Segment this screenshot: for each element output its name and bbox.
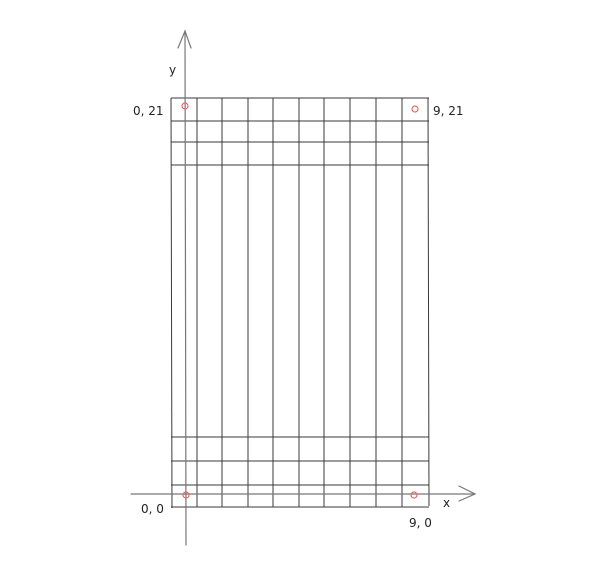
- x-axis-label: x: [443, 496, 450, 510]
- x-axis-arrowhead: [458, 485, 477, 502]
- y-axis-label: y: [169, 63, 176, 77]
- y-axis-line: [184, 30, 187, 546]
- x-axis: [130, 485, 477, 502]
- corner-marker: [410, 491, 418, 499]
- corner-label-bottom-left: 0, 0: [141, 502, 164, 516]
- grid-line-vertical: [170, 97, 173, 509]
- y-axis: [177, 29, 192, 546]
- corner-label-top-right: 9, 21: [433, 104, 464, 118]
- corner-marker: [182, 491, 190, 499]
- corner-label-top-left: 0, 21: [133, 104, 164, 118]
- corner-marker: [181, 102, 189, 110]
- corner-marker: [411, 105, 419, 113]
- grid-lines: [170, 97, 430, 509]
- corner-markers: [181, 102, 419, 499]
- y-axis-arrowhead: [177, 29, 192, 49]
- grid-line-vertical: [427, 97, 430, 507]
- corner-label-bottom-right: 9, 0: [409, 516, 432, 530]
